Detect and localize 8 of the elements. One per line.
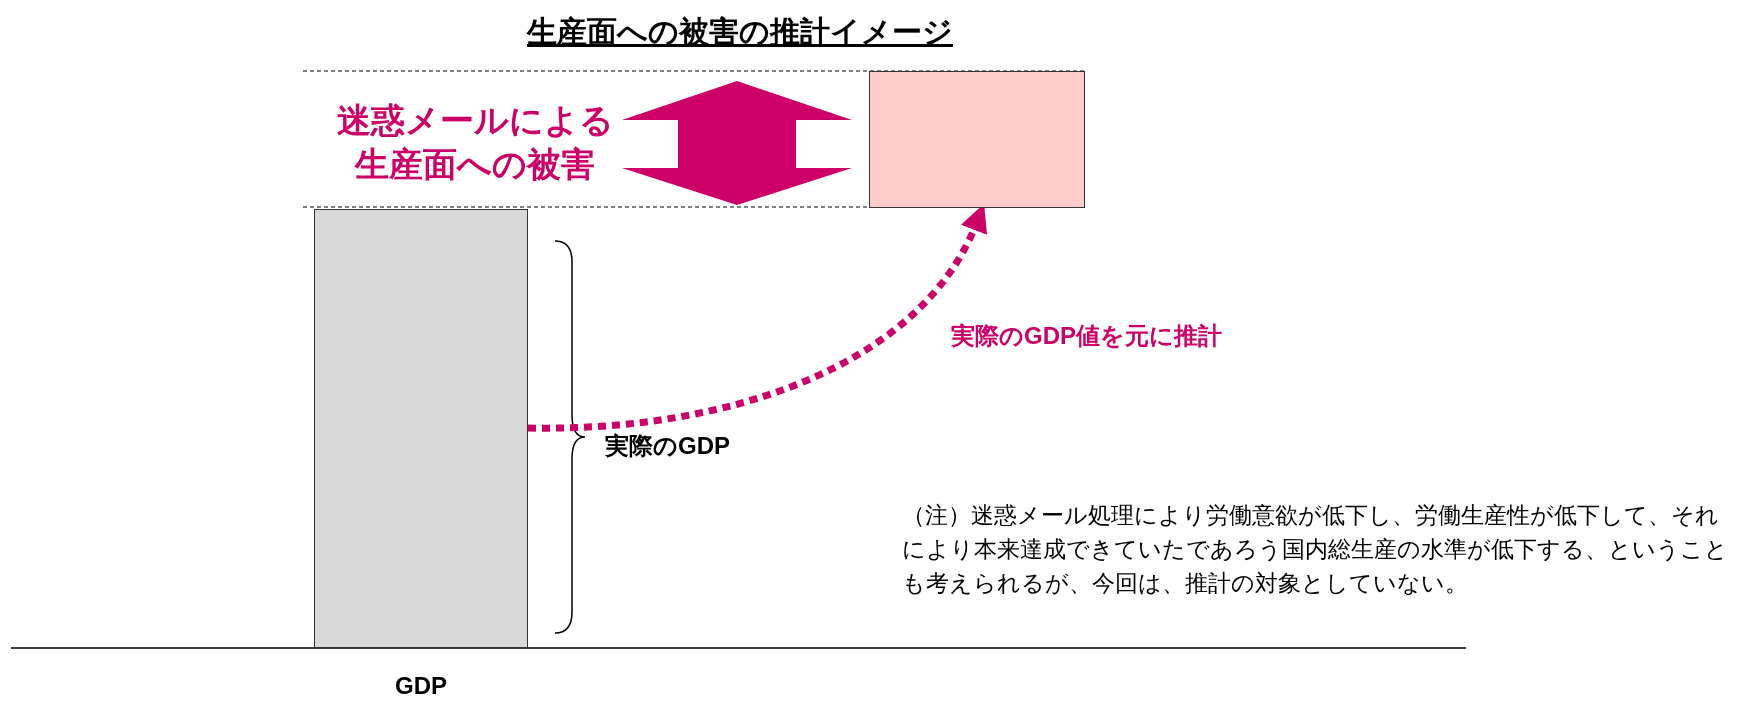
- edge-label: 実際のGDP値を元に推計: [951, 321, 1222, 351]
- bracket-label: 実際のGDP: [605, 431, 730, 461]
- gdp-bar: [314, 209, 528, 648]
- title: 生産面への被害の推計イメージ: [525, 14, 954, 50]
- bar-label: GDP: [394, 672, 448, 700]
- estimate-box: [869, 71, 1085, 208]
- note-text: （注）迷惑メール処理により労働意欲が低下し、労働生産性が低下して、それにより本来達成できていたであろう国内総生産の水準が低下する、ということも考えられるが、今回は、推計の対象としていない。: [902, 501, 1729, 598]
- damage-label: 迷惑メールによる生産面への被害: [335, 100, 615, 185]
